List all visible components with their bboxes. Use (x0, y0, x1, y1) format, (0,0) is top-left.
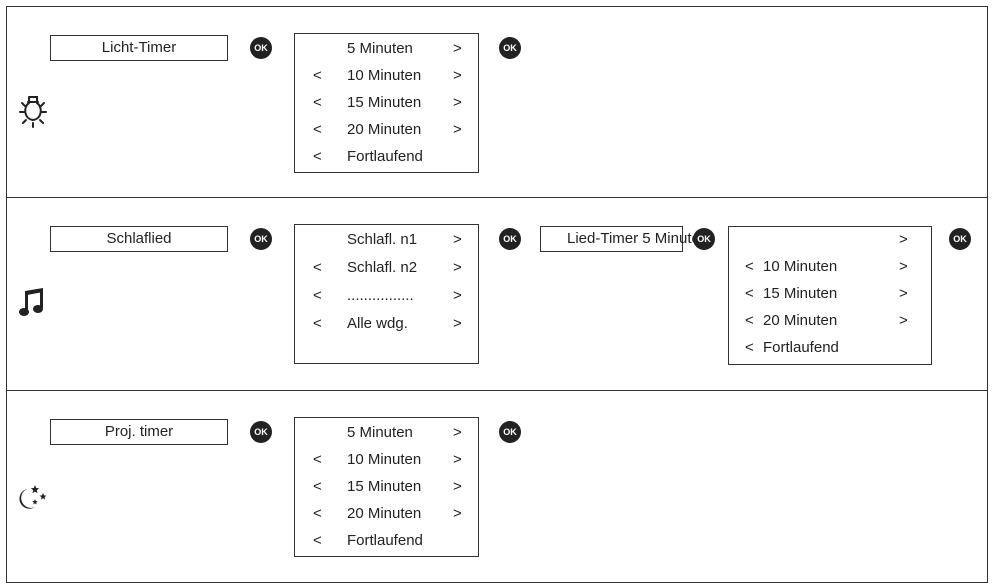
menu-option-label: Alle wdg. (347, 315, 408, 332)
left-arrow: < (313, 478, 322, 495)
left-arrow: < (313, 451, 322, 468)
right-arrow: > (899, 312, 908, 329)
right-arrow: > (453, 424, 462, 441)
menu-option[interactable]: < Fortlaufend (729, 337, 931, 359)
menu-option[interactable]: <20 Minuten > (729, 310, 931, 332)
ok-button[interactable]: OK (499, 37, 521, 59)
right-arrow: > (453, 287, 462, 304)
proj-timer-label: Proj. timer (50, 419, 228, 445)
left-arrow: < (745, 285, 754, 302)
menu-option-label: 10 Minuten (347, 67, 422, 84)
menu-option-label: Fortlaufend (347, 532, 423, 549)
menu-option[interactable]: 5 Minuten > (295, 38, 478, 60)
menu-option-label: 20 Minuten (347, 505, 422, 522)
licht-timer-panel: Licht-Timer OK 5 Minuten><10 Minuten><15… (6, 6, 988, 199)
right-arrow: > (453, 478, 462, 495)
menu-option[interactable]: <................ > (295, 285, 478, 307)
ok-button[interactable]: OK (499, 228, 521, 250)
menu-option[interactable]: <10 Minuten > (295, 65, 478, 87)
menu-option[interactable]: <20 Minuten > (295, 503, 478, 525)
proj-timer-menu: 5 Minuten><10 Minuten><15 Minuten><20 Mi… (294, 417, 479, 557)
left-arrow: < (745, 339, 754, 356)
ok-button[interactable]: OK (499, 421, 521, 443)
right-arrow: > (453, 67, 462, 84)
right-arrow: > (453, 231, 462, 248)
schlaflied-label: Schlaflied (50, 226, 228, 252)
ok-button[interactable]: OK (949, 228, 971, 250)
ok-button[interactable]: OK (250, 37, 272, 59)
ok-button[interactable]: OK (250, 228, 272, 250)
licht-timer-label: Licht-Timer (50, 35, 228, 61)
right-arrow: > (453, 259, 462, 276)
left-arrow: < (745, 258, 754, 275)
right-arrow: > (453, 505, 462, 522)
menu-option-label: ................ (347, 287, 414, 304)
left-arrow: < (313, 532, 322, 549)
licht-timer-menu: 5 Minuten><10 Minuten><15 Minuten><20 Mi… (294, 33, 479, 173)
ok-button[interactable]: OK (250, 421, 272, 443)
right-arrow: > (899, 285, 908, 302)
menu-option[interactable]: <20 Minuten > (295, 119, 478, 141)
menu-option[interactable]: < Fortlaufend (295, 146, 478, 168)
menu-option-label: 10 Minuten (763, 258, 838, 275)
left-arrow: < (313, 287, 322, 304)
ok-button[interactable]: OK (693, 228, 715, 250)
right-arrow: > (453, 315, 462, 332)
menu-option[interactable]: 5 Minuten > (295, 422, 478, 444)
lied-timer-label: Lied-Timer 5 Minuten (540, 226, 708, 252)
right-arrow: > (899, 231, 908, 248)
menu-option[interactable]: < Schlafl. n2 > (295, 257, 478, 279)
menu-option-label: 10 Minuten (347, 451, 422, 468)
left-arrow: < (313, 148, 322, 165)
schlaflied-panel: Schlaflied OK Schlafl. n1><Schlafl. n2><… (6, 197, 988, 392)
right-arrow: > (453, 451, 462, 468)
left-arrow: < (313, 315, 322, 332)
menu-option-label: 15 Minuten (347, 94, 422, 111)
menu-option[interactable]: <10 Minuten > (295, 449, 478, 471)
left-arrow: < (313, 505, 322, 522)
menu-option-label: 15 Minuten (347, 478, 422, 495)
right-arrow: > (899, 258, 908, 275)
menu-option-label: Schlafl. n2 (347, 259, 418, 276)
menu-option[interactable]: > (729, 229, 931, 251)
menu-option[interactable]: <15 Minuten > (295, 476, 478, 498)
menu-option-label: 5 Minuten (347, 424, 413, 441)
menu-option-label: Fortlaufend (763, 339, 839, 356)
right-arrow: > (453, 40, 462, 57)
menu-option[interactable]: < Alle wdg. > (295, 313, 478, 335)
menu-option-label: 20 Minuten (763, 312, 838, 329)
left-arrow: < (745, 312, 754, 329)
menu-option-label: 15 Minuten (763, 285, 838, 302)
menu-option-label: Fortlaufend (347, 148, 423, 165)
right-arrow: > (453, 94, 462, 111)
menu-option-label: 20 Minuten (347, 121, 422, 138)
left-arrow: < (313, 67, 322, 84)
left-arrow: < (313, 259, 322, 276)
left-arrow: < (313, 121, 322, 138)
menu-option-label: Schlafl. n1 (347, 231, 418, 248)
menu-option[interactable]: <10 Minuten > (729, 256, 931, 278)
menu-option-label: 5 Minuten (347, 40, 413, 57)
moon-stars-icon (19, 485, 47, 509)
left-arrow: < (313, 94, 322, 111)
music-note-icon (19, 288, 43, 316)
menu-option[interactable]: <15 Minuten > (729, 283, 931, 305)
menu-option[interactable]: < Fortlaufend (295, 530, 478, 552)
proj-timer-panel: Proj. timer OK 5 Minuten><10 Minuten><15… (6, 390, 988, 583)
schlaflied-menu: Schlafl. n1><Schlafl. n2><..............… (294, 224, 479, 364)
light-bulb-icon (19, 96, 47, 128)
lied-timer-menu: > <10 Minuten > <15 Minuten > <20 Minuten > < Fo… (728, 226, 932, 365)
right-arrow: > (453, 121, 462, 138)
menu-option[interactable]: Schlafl. n1 > (295, 229, 478, 251)
menu-option[interactable]: <15 Minuten > (295, 92, 478, 114)
